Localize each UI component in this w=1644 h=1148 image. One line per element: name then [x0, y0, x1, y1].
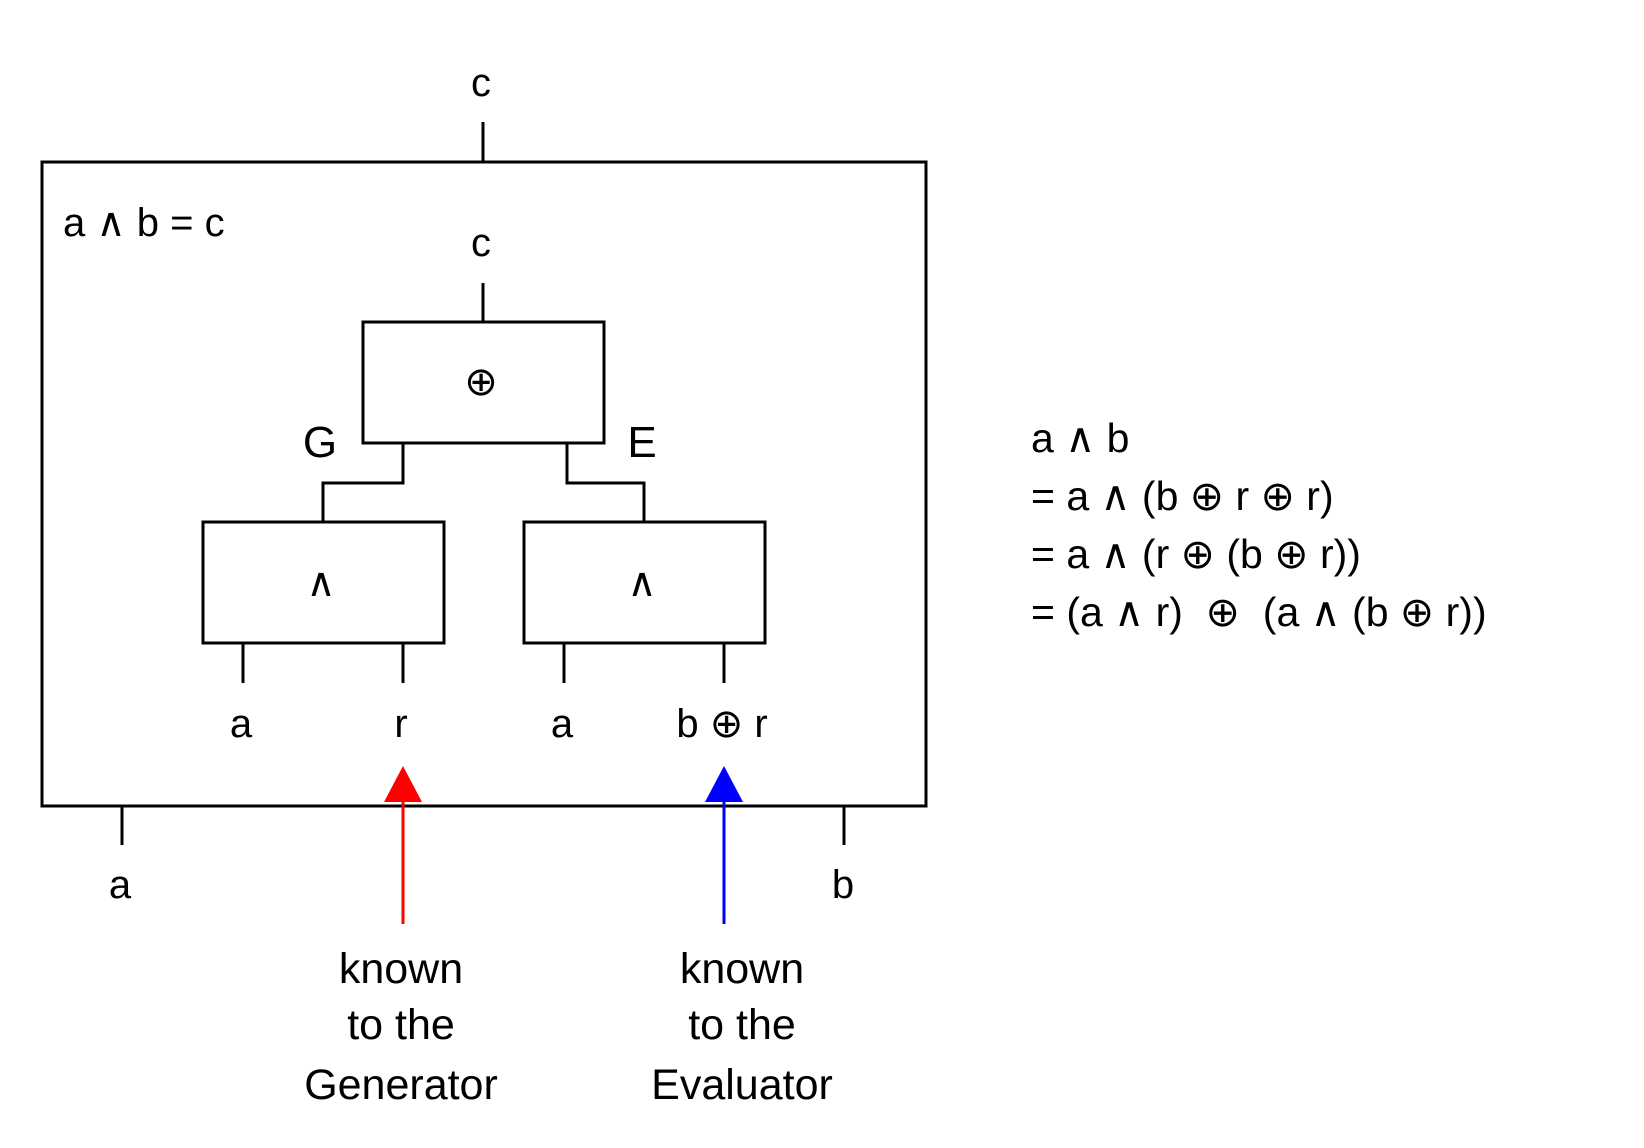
generator-annotation-line-2: to the — [347, 1001, 455, 1049]
and-left-symbol: ∧ — [306, 561, 335, 605]
generator-annotation: known to the Generator — [304, 945, 498, 1109]
evaluator-annotation: known to the Evaluator — [651, 945, 833, 1109]
evaluator-annotation-line-3: Evaluator — [651, 1061, 833, 1109]
derivation-line-4: = (a ∧ r) ⊕ (a ∧ (b ⊕ r)) — [1031, 589, 1487, 635]
and-right-input-2-label: b ⊕ r — [676, 702, 767, 746]
evaluator-annotation-line-2: to the — [688, 1001, 796, 1049]
evaluator-arrow-head — [705, 766, 743, 802]
xor-output-label: c — [471, 221, 491, 265]
and-right-input-1-label: a — [551, 702, 574, 746]
generator-arrow-head — [384, 766, 422, 802]
generator-annotation-line-3: Generator — [304, 1061, 498, 1109]
and-left-input-1-label: a — [230, 702, 253, 746]
and-gate-left-box — [201, 520, 446, 645]
xor-symbol: ⊕ — [464, 360, 498, 404]
outer-input-b-label: b — [832, 863, 854, 907]
derivation: a ∧ b = a ∧ (b ⊕ r ⊕ r) = a ∧ (r ⊕ (b ⊕ … — [1031, 415, 1487, 635]
derivation-line-3: = a ∧ (r ⊕ (b ⊕ r)) — [1031, 531, 1361, 577]
outer-input-a-label: a — [109, 863, 132, 907]
xor-input-e-label: E — [627, 418, 656, 467]
generator-annotation-line-1: known — [339, 945, 463, 993]
outer-gate-title: a ∧ b = c — [63, 201, 225, 245]
and-right-symbol: ∧ — [627, 561, 656, 605]
outer-output-label: c — [471, 61, 491, 105]
outer-gate-box — [40, 160, 928, 808]
wire-e — [565, 443, 646, 522]
wire-g — [321, 443, 405, 522]
and-gate-right-box — [522, 520, 767, 645]
evaluator-annotation-line-1: known — [680, 945, 804, 993]
xor-gate-box — [361, 320, 606, 445]
derivation-line-2: = a ∧ (b ⊕ r ⊕ r) — [1031, 473, 1334, 519]
derivation-line-1: a ∧ b — [1031, 415, 1129, 461]
xor-input-g-label: G — [303, 418, 337, 467]
and-left-input-2-label: r — [394, 702, 407, 746]
